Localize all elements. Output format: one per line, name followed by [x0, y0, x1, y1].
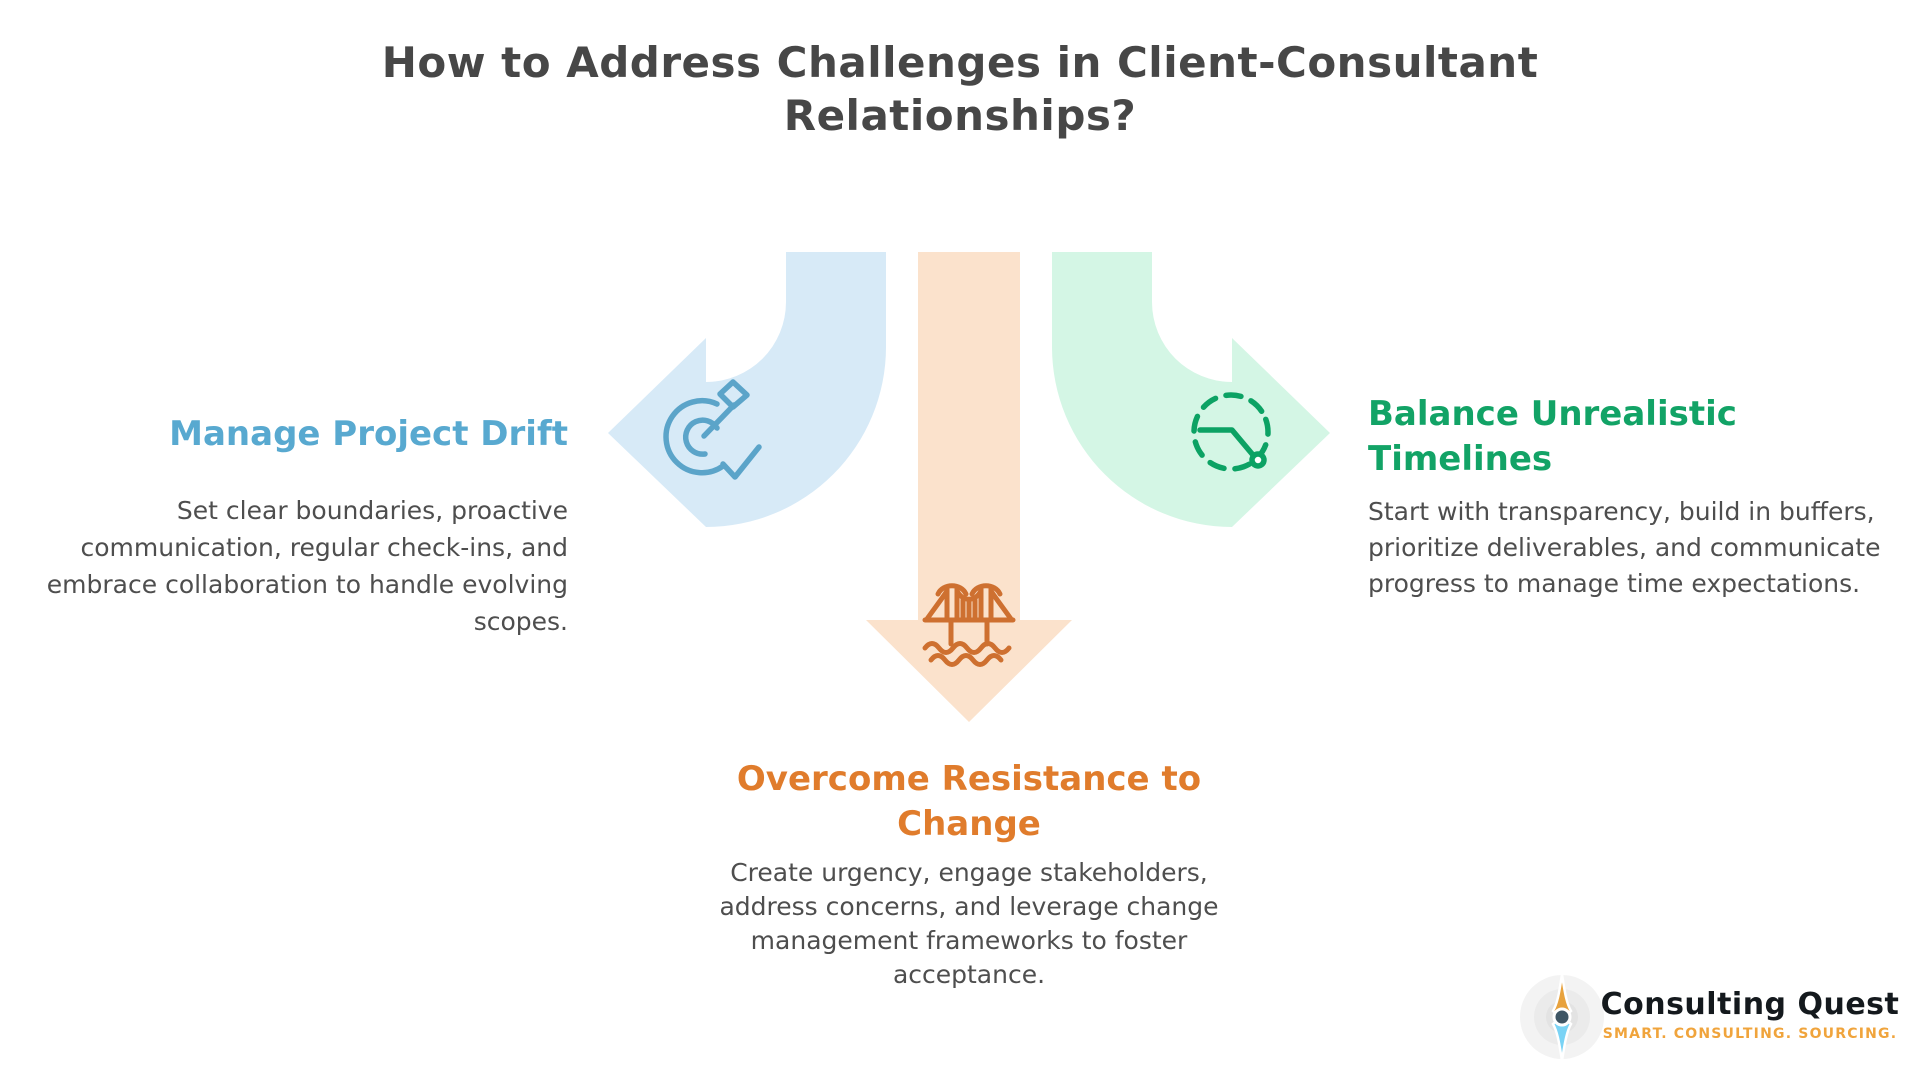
compass-hub: [1552, 1007, 1572, 1027]
dart-target-icon: [663, 379, 762, 480]
clock-icon: [1191, 392, 1271, 472]
page-title: How to Address Challenges in Client-Cons…: [381, 38, 1539, 140]
center-section-title: Overcome Resistance to Change: [736, 759, 1202, 844]
left-section-title: Manage Project Drift: [169, 414, 568, 454]
right-section-body: Start with transparency, build in buffer…: [1368, 497, 1881, 598]
right-curved-arrow: [1052, 252, 1330, 527]
left-section-body: Set clear boundaries, proactive communic…: [46, 496, 568, 636]
compass-icon: [1520, 973, 1604, 1062]
right-section-title: Balance Unrealistic Timelines: [1368, 394, 1737, 479]
logo-name: Consulting Quest: [1600, 987, 1900, 1022]
logo: Consulting Quest SMART. CONSULTING. SOUR…: [1600, 987, 1900, 1043]
center-section-body: Create urgency, engage stakeholders, add…: [719, 858, 1219, 989]
bridge-icon: [922, 583, 1016, 667]
center-down-arrow: [866, 252, 1072, 722]
left-curved-arrow: [608, 252, 886, 527]
logo-tagline: SMART. CONSULTING. SOURCING.: [1602, 1026, 1898, 1042]
